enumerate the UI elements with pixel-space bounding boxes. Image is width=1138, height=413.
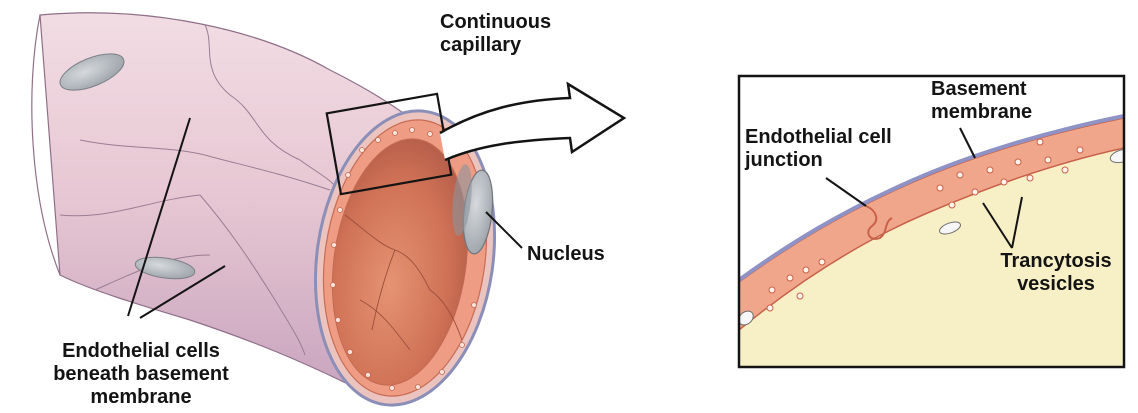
label-basement-membrane-line2: membrane (931, 101, 1032, 124)
zoom-arrow (440, 84, 624, 160)
label-endothelial-cells-line1: Endothelial cells (26, 340, 256, 363)
label-continuous-capillary-line2: capillary (440, 34, 551, 57)
label-nucleus: Nucleus (527, 243, 605, 266)
label-continuous-capillary-line1: Continuous (440, 11, 551, 34)
label-basement-membrane-line1: Basement (931, 78, 1032, 101)
label-endothelial-cells-line2: beneath basement (26, 363, 256, 386)
label-trancytosis-vesicles-line1: Trancytosis (990, 250, 1122, 273)
label-endothelial-junction-line1: Endothelial cell (745, 126, 892, 149)
label-trancytosis-vesicles-line2: vesicles (990, 273, 1122, 296)
label-endothelial-cells: Endothelial cells beneath basement membr… (26, 340, 256, 409)
label-endothelial-junction-line2: junction (745, 149, 892, 172)
label-continuous-capillary: Continuous capillary (440, 11, 551, 57)
label-endothelial-cells-line3: membrane (26, 386, 256, 409)
label-endothelial-junction: Endothelial cell junction (745, 126, 892, 172)
label-basement-membrane: Basement membrane (931, 78, 1032, 124)
label-trancytosis-vesicles: Trancytosis vesicles (990, 250, 1122, 296)
label-nucleus-text: Nucleus (527, 243, 605, 266)
